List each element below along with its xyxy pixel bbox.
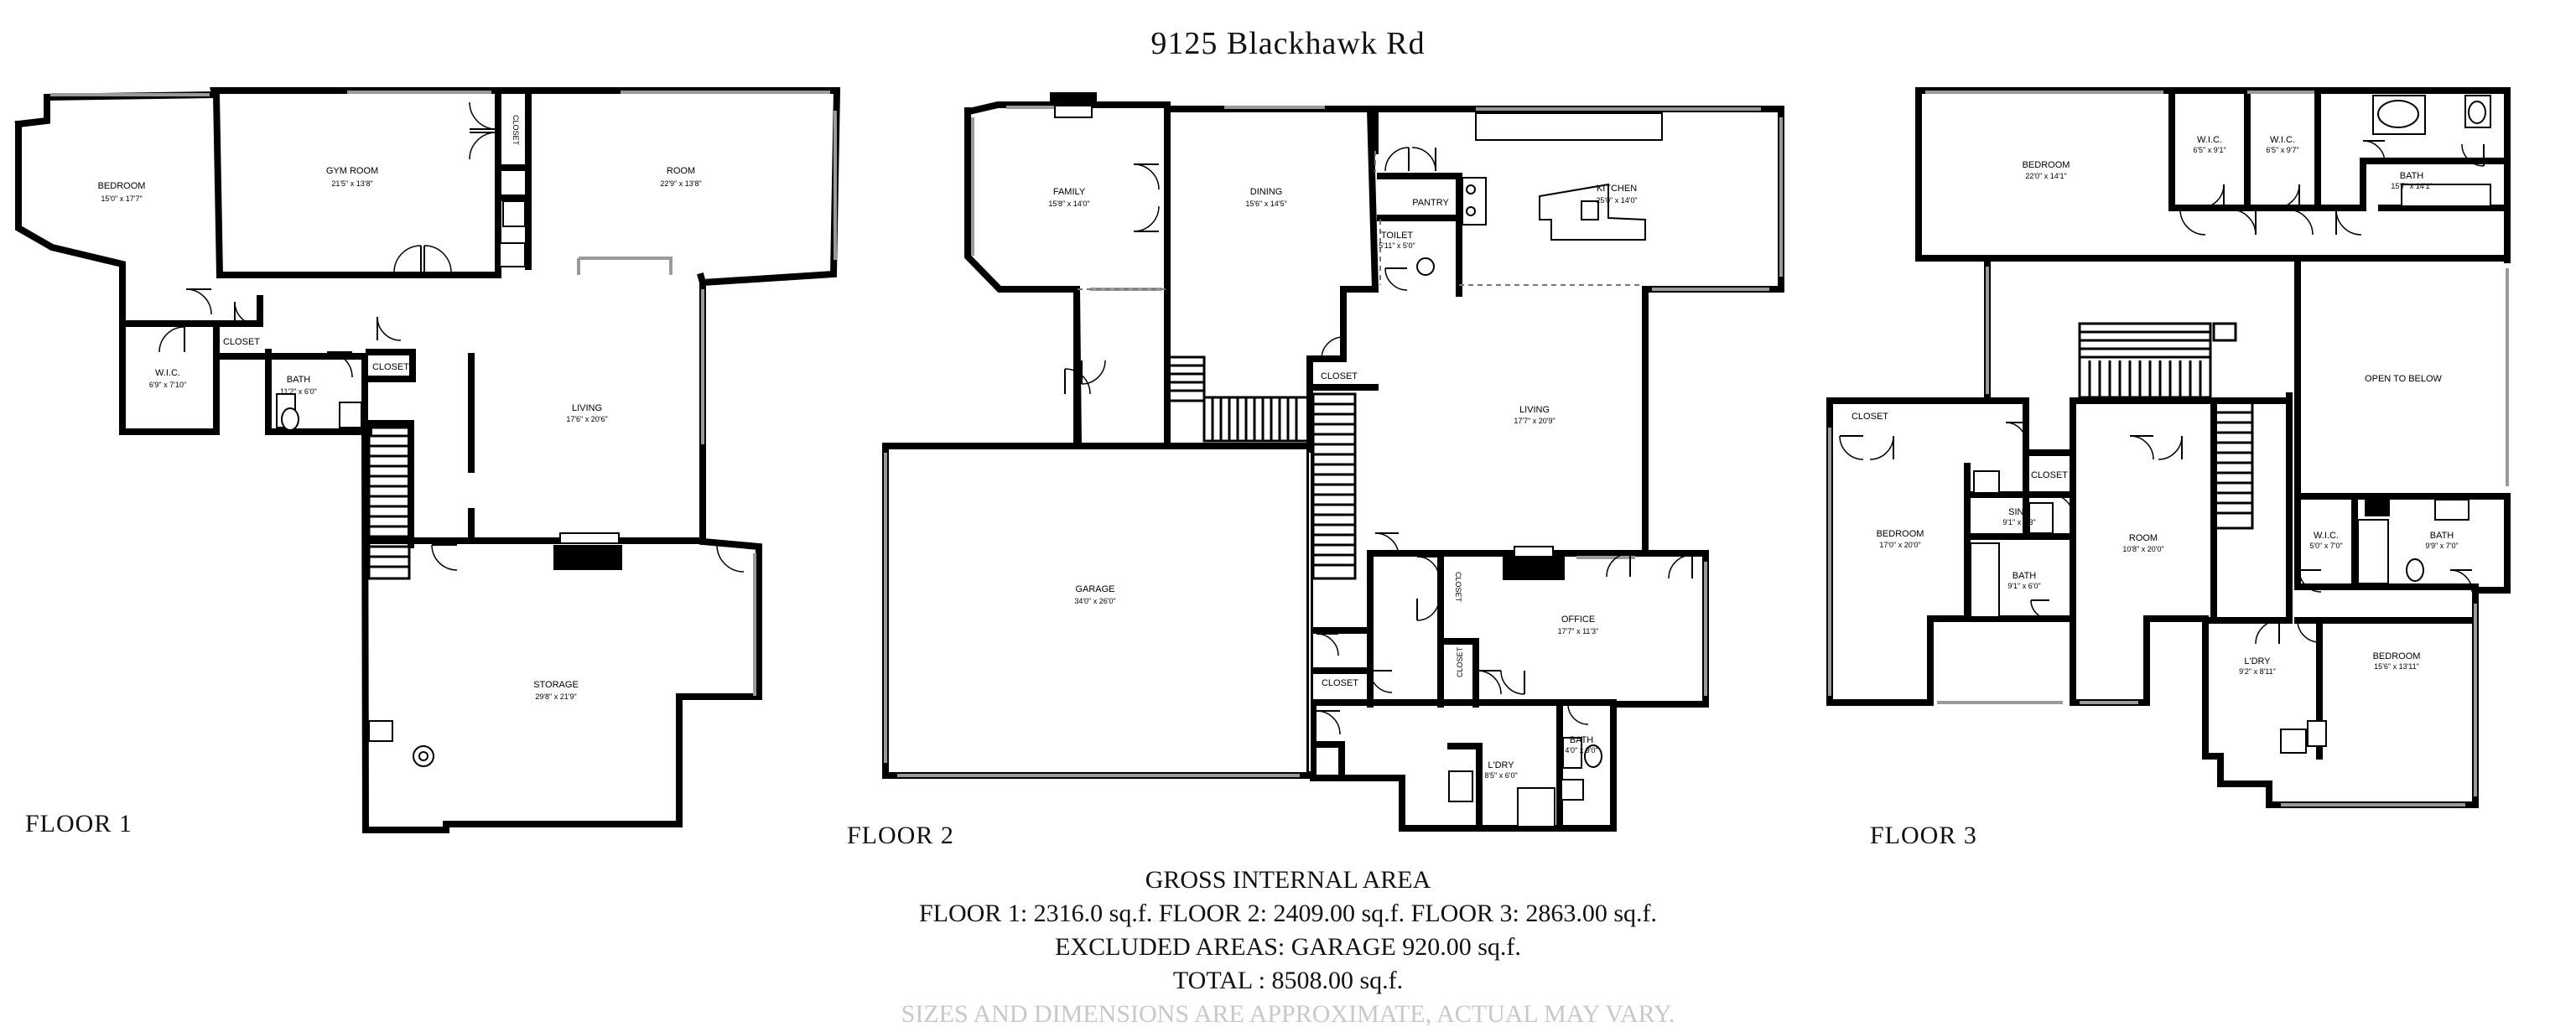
floor-1-plan: BEDROOM 15'0" x 17'7" GYM ROOM 21'5" x 1… [14, 87, 841, 833]
f2-family-dim: 15'8" x 14'0" [1048, 200, 1089, 208]
f2-ldry-dim: 8'5" x 6'0" [1484, 771, 1517, 780]
f1-living-dim: 17'6" x 20'6" [566, 415, 607, 423]
f2-family-name: FAMILY [1053, 187, 1086, 197]
f3-bath-right-name: BATH [2430, 531, 2454, 541]
f1-bath-dim: 11'2" x 6'0" [280, 387, 317, 396]
f3-bedroom-left-name: BEDROOM [1877, 529, 1924, 539]
f2-living-name: LIVING [1519, 405, 1550, 415]
floor-2-outer-wall [882, 101, 1784, 832]
f2-bath-name: BATH [1570, 735, 1594, 745]
f1-room-name: ROOM [667, 166, 695, 176]
f1-storage-dim: 29'8" x 21'9" [535, 692, 576, 701]
f3-ldry-dim: 9'2" x 8'11" [2239, 667, 2276, 676]
f3-wic-b-dim: 6'5" x 9'7" [2266, 146, 2298, 154]
f1-bedroom-dim: 15'0" x 17'7" [101, 194, 142, 203]
floor-3-label: FLOOR 3 [1870, 822, 1977, 849]
f2-closet-a-name: CLOSET [1321, 371, 1358, 381]
f1-storage-name: STORAGE [533, 680, 579, 690]
f3-open-name: OPEN TO BELOW [2365, 374, 2443, 384]
f3-ldry-name: L'DRY [2244, 656, 2271, 666]
f1-bedroom-name: BEDROOM [98, 181, 146, 191]
f3-wic-b-name: W.I.C. [2270, 135, 2295, 145]
f3-room-name: ROOM [2129, 533, 2158, 543]
f3-bath-top-dim: 15'7" x 14'1" [2391, 182, 2432, 190]
f3-bedroom-top-name: BEDROOM [2023, 160, 2070, 170]
summary-excluded-line: EXCLUDED AREAS: GARAGE 920.00 sq.f. [1055, 933, 1521, 961]
summary-total-line: TOTAL : 8508.00 sq.f. [1172, 967, 1404, 994]
floor-1-outer-wall [15, 121, 762, 833]
f2-toilet-dim: 5'11" x 5'0" [1379, 241, 1415, 250]
floor-1-label: FLOOR 1 [25, 810, 132, 838]
f2-pantry-name: PANTRY [1412, 198, 1449, 208]
floor-2-label: FLOOR 2 [847, 822, 954, 849]
f1-closet-a-name: CLOSET [223, 337, 260, 347]
f2-living-dim: 17'7" x 20'9" [1514, 417, 1555, 425]
f3-bath-small-name: BATH [2012, 571, 2037, 581]
f2-garage-name: GARAGE [1075, 584, 1114, 594]
f2-bath-dim: 4'0" x 9'0" [1565, 746, 1597, 755]
f2-garage-dim: 34'0" x 26'0" [1074, 597, 1115, 605]
f3-closet-a-name: CLOSET [1852, 412, 1888, 422]
plan-title: 9125 Blackhawk Rd [1150, 26, 1426, 61]
f3-bath-top-name: BATH [2400, 171, 2424, 181]
f2-office-name: OFFICE [1561, 615, 1595, 625]
f3-bath-right-dim: 9'9" x 7'0" [2425, 542, 2458, 550]
f1-gym-dim: 21'5" x 13'8" [331, 179, 372, 188]
f3-sink-name: SINK [2008, 507, 2030, 517]
summary-heading: GROSS INTERNAL AREA [1145, 866, 1431, 894]
f2-ldry-name: L'DRY [1488, 760, 1514, 770]
f2-kitchen-name: KITCHEN [1597, 184, 1637, 194]
f1-living-name: LIVING [572, 403, 602, 413]
f1-wic-name: W.I.C. [155, 368, 180, 378]
f1-room-dim: 22'9" x 13'8" [660, 179, 701, 188]
f2-office-dim: 17'7" x 11'3" [1558, 627, 1599, 635]
f3-closet-b-name: CLOSET [2031, 470, 2068, 480]
f3-wic-a-name: W.I.C. [2197, 135, 2222, 145]
f3-sink-dim: 9'1" x 4'3" [2002, 518, 2035, 526]
f3-wic-c-name: W.I.C. [2314, 531, 2339, 541]
f3-bedroom-right-name: BEDROOM [2373, 651, 2421, 661]
f2-closet-b-name: CLOSET [1454, 572, 1462, 603]
f1-closet-b-name: CLOSET [372, 362, 409, 372]
f2-dining-dim: 15'6" x 14'5" [1245, 200, 1286, 208]
f1-bath-name: BATH [287, 375, 311, 385]
f2-kitchen-dim: 25'0" x 14'0" [1596, 196, 1637, 205]
floor-2-plan: FAMILY 15'8" x 14'0" DINING 15'6" x 14'5… [882, 92, 1784, 832]
area-summary: GROSS INTERNAL AREA FLOOR 1: 2316.0 sq.f… [0, 863, 2576, 1031]
floor-3-plan: BEDROOM 22'0" x 14'1" W.I.C. 6'5" x 9'1"… [1826, 87, 2511, 808]
f3-bedroom-top-dim: 22'0" x 14'1" [2025, 172, 2066, 180]
f3-bath-small-dim: 9'1" x 6'0" [2007, 582, 2040, 590]
f3-bedroom-right-dim: 15'6" x 13'11" [2374, 662, 2419, 671]
f1-wic-dim: 6'9" x 7'10" [149, 381, 186, 389]
summary-floors-line: FLOOR 1: 2316.0 sq.f. FLOOR 2: 2409.00 s… [918, 900, 1658, 927]
f3-wic-a-dim: 6'5" x 9'1" [2193, 146, 2225, 154]
f3-wic-c-dim: 5'0" x 7'0" [2309, 542, 2342, 550]
f2-dining-name: DINING [1250, 187, 1283, 197]
f1-gym-name: GYM ROOM [326, 166, 378, 176]
f2-closet-c-name: CLOSET [1456, 646, 1464, 677]
f1-closet-top-name: CLOSET [512, 115, 520, 146]
f2-toilet-name: TOILET [1381, 231, 1414, 241]
f3-room-dim: 10'8" x 20'0" [2122, 545, 2163, 553]
f2-closet-d-name: CLOSET [1322, 678, 1358, 688]
f3-bedroom-left-dim: 17'0" x 20'0" [1879, 541, 1920, 549]
summary-disclaimer: SIZES AND DIMENSIONS ARE APPROXIMATE, AC… [901, 1000, 1675, 1028]
